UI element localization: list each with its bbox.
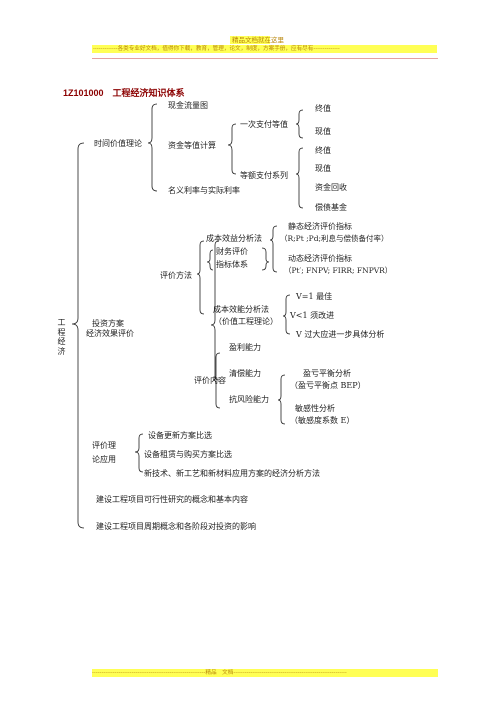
footer-line: ----------------------------------------…: [92, 670, 347, 676]
profitability: 盈利能力: [229, 343, 261, 352]
header-line-1: 精品文档就在这里: [232, 36, 284, 44]
application-label-1: 评价理: [92, 441, 116, 450]
root-label: 工程经济: [57, 318, 66, 356]
dynamic-indicators-detail: （Pt′; FNPV; FIRR; FNPVR）: [284, 266, 393, 275]
sensitivity-coefficient: （敏感度系数 E）: [290, 416, 355, 425]
fund-equivalence: 资金等值计算: [168, 141, 216, 150]
sp-final-value: 终值: [315, 104, 331, 113]
bracket-financial-eval: [206, 249, 214, 271]
bracket-time-value: [147, 103, 158, 192]
sensitivity-analysis: 敏感性分析: [295, 404, 335, 413]
cash-flow-diagram: 现金流量图: [168, 101, 208, 110]
bracket-investment: [210, 240, 220, 381]
sp-present-value: 现值: [315, 127, 331, 136]
index-system: 指标体系: [216, 260, 248, 269]
value-engineering: （价值工程理论）: [214, 317, 278, 326]
single-payment: 一次支付等值: [240, 120, 288, 129]
equipment-lease: 设备租赁与购买方案比选: [144, 450, 232, 459]
solvency: 清偿能力: [229, 369, 261, 378]
equipment-renewal: 设备更新方案比选: [148, 431, 212, 440]
sinking-fund: 偿债基金: [315, 203, 347, 212]
project-lifecycle: 建设工程项目周期概念和各阶段对投资的影响: [96, 522, 256, 531]
page-title: 1Z101000 工程经济知识体系: [63, 88, 185, 98]
static-indicators-detail: （R;Pt ;Pd;利息与偿债备付率）: [280, 234, 389, 243]
dynamic-indicators: 动态经济评价指标: [288, 254, 352, 263]
bracket-application: [134, 433, 144, 473]
static-indicators: 静态经济评价指标: [288, 222, 352, 231]
application-label-2: 论应用: [92, 455, 116, 464]
v-less-than-1: V<1 须改进: [290, 311, 335, 320]
bracket-series: [295, 147, 304, 209]
header-line-2: -------------各类专业好文档，值得你下载，教育，管理，论文，制度，方…: [93, 46, 340, 52]
v-too-large: V 过大应进一步具体分析: [296, 330, 385, 339]
risk-resistance: 抗风险能力: [229, 395, 269, 404]
bracket-single-payment: [295, 109, 304, 139]
evaluation-methods: 评价方法: [160, 271, 192, 280]
nominal-effective-rate: 名义利率与实际利率: [168, 186, 240, 195]
header-highlight-1: [230, 36, 270, 44]
bracket-content: [212, 352, 221, 409]
capital-recovery: 资金回收: [315, 183, 347, 192]
bracket-risk: [277, 374, 286, 425]
footer-highlight: [92, 669, 438, 677]
bracket-index-system: [261, 247, 270, 271]
se-final-value: 终值: [315, 146, 331, 155]
bracket-root: [71, 142, 85, 529]
bracket-cost-benefit: [269, 225, 278, 273]
cost-effectiveness-method: 成本效能分析法: [213, 305, 269, 314]
bracket-methods: [196, 240, 205, 315]
breakeven-analysis: 盈亏平衡分析: [303, 369, 351, 378]
cost-benefit-method: 成本效益分析法: [206, 234, 262, 243]
v-equals-1: V=1 最佳: [296, 292, 333, 301]
new-technology: 新技术、新工艺和新材料应用方案的经济分析方法: [144, 469, 320, 478]
investment-label-2: 经济效果评价: [86, 329, 134, 338]
bracket-cost-effect: [282, 294, 291, 335]
evaluation-content: 评价内容: [194, 376, 226, 385]
breakeven-point: （盈亏平衡点 BEP）: [290, 381, 366, 390]
header-rule: [92, 58, 438, 59]
bracket-equivalence: [227, 123, 237, 175]
time-value-label: 时间价值理论: [94, 139, 142, 148]
financial-evaluation: 财务评价: [216, 247, 248, 256]
header-highlight-2: [92, 45, 437, 53]
investment-label-1: 投资方案: [92, 319, 124, 328]
uniform-series: 等额支付系列: [240, 171, 288, 180]
se-present-value: 现值: [315, 164, 331, 173]
feasibility-study: 建设工程项目可行性研究的概念和基本内容: [96, 495, 248, 504]
